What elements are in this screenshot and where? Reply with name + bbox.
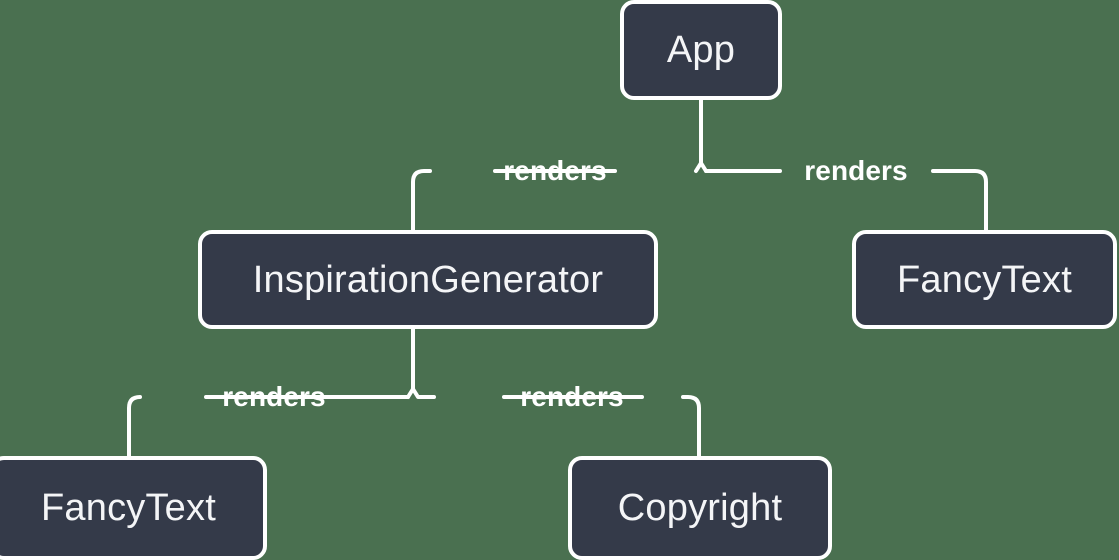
edge-label-inspiration-generator-to-copyright: renders	[520, 381, 624, 412]
node-copyright-label: Copyright	[617, 487, 783, 529]
node-fancytext-bottom-label: FancyText	[41, 487, 216, 529]
edge-inspiration-generator-to-fancytext-bottom	[127, 387, 436, 458]
edge-inspiration-generator-to-copyright	[338, 395, 701, 458]
node-inspiration-generator[interactable]: InspirationGenerator	[198, 230, 658, 329]
node-app-label: App	[666, 29, 736, 71]
node-fancytext-bottom[interactable]: FancyText	[0, 456, 267, 560]
node-copyright[interactable]: Copyright	[568, 456, 832, 560]
edge-label-inspiration-generator-to-fancytext-bottom: renders	[222, 381, 326, 412]
node-fancytext-right[interactable]: FancyText	[852, 230, 1117, 329]
edge-app-stem	[694, 98, 703, 173]
node-inspiration-generator-label: InspirationGenerator	[252, 258, 604, 301]
node-app[interactable]: App	[620, 0, 782, 100]
edge-label-app-to-inspiration-generator: renders	[503, 155, 607, 186]
edge-inspiration-generator-stem	[406, 327, 415, 399]
edge-app-to-fancytext-right	[704, 169, 988, 232]
node-fancytext-right-label: FancyText	[897, 258, 1072, 301]
edge-label-app-to-fancytext-right: renders	[804, 155, 908, 186]
